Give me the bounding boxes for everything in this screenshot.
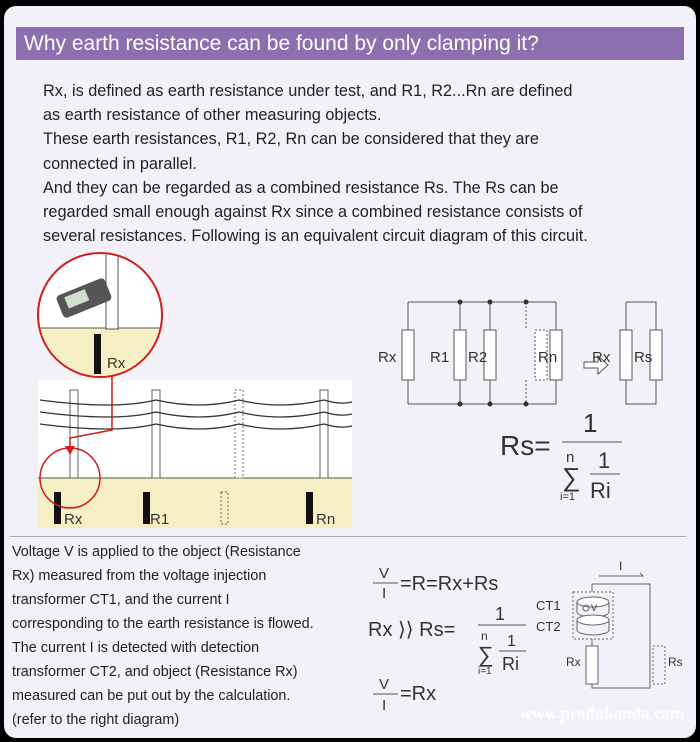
circuit-label-rn: Rn (538, 349, 557, 366)
ct-circuit (572, 572, 666, 689)
current-label: I (619, 559, 622, 573)
ground-label-r1: R1 (150, 511, 169, 528)
svg-text:i=1: i=1 (560, 491, 575, 503)
voltage-label: V (591, 603, 597, 613)
svg-text:i=1: i=1 (478, 666, 492, 677)
field-illustration: Rx R1 Rn Rx (37, 252, 353, 528)
small-rx-label: Rx (566, 655, 581, 669)
svg-text:1: 1 (495, 604, 505, 624)
svg-text:I: I (382, 585, 386, 602)
ct1-label: CT1 (536, 598, 561, 613)
explanation-line: corresponding to the earth resistance is… (12, 616, 314, 632)
svg-text:Ri: Ri (590, 478, 611, 503)
circuit-label-r1: R1 (430, 349, 449, 366)
lower-equations: V I =R=Rx+Rs Rx ⟩⟩ Rs= 1 n ∑ i=1 1 Ri V … (368, 565, 526, 714)
svg-text:V: V (379, 565, 389, 582)
small-rs-label: Rs (668, 655, 683, 669)
explanation-line: (refer to the right diagram) (12, 712, 180, 728)
intro-line: as earth resistance of other measuring o… (43, 106, 382, 125)
svg-text:n: n (566, 449, 574, 466)
explanation-line: measured can be put out by the calculati… (12, 688, 291, 704)
explanation-line: Voltage V is applied to the object (Resi… (12, 544, 301, 560)
intro-line: And they can be regarded as a combined r… (43, 178, 559, 197)
svg-text:Rs=: Rs= (500, 430, 551, 461)
intro-line: several resistances. Following is an equ… (43, 227, 588, 246)
equiv-label-rs: Rs (634, 349, 652, 366)
explanation-line: transformer CT2, and object (Resistance … (12, 664, 298, 680)
svg-text:n: n (481, 629, 488, 643)
watermark: www.produkanda.com (519, 704, 684, 723)
svg-text:Ri: Ri (502, 654, 519, 674)
page-title: Why earth resistance can be found by onl… (16, 27, 684, 60)
ground-label-rx: Rx (64, 511, 83, 528)
circuit-label-r2: R2 (468, 349, 487, 366)
svg-text:Rx ⟩⟩ Rs=: Rx ⟩⟩ Rs= (368, 619, 455, 641)
section-divider (10, 536, 686, 537)
equiv-label-rx: Rx (592, 349, 611, 366)
svg-text:=Rx: =Rx (400, 683, 436, 705)
parallel-circuit (401, 299, 663, 407)
svg-text:1: 1 (583, 408, 597, 438)
svg-text:1: 1 (598, 448, 610, 473)
svg-text:I: I (382, 697, 386, 714)
intro-line: connected in parallel. (43, 154, 197, 173)
explanation-line: The current I is detected with detection (12, 640, 260, 656)
explanation-text: Voltage V is applied to the object (Resi… (12, 540, 364, 732)
intro-line: Rx, is defined as earth resistance under… (43, 82, 573, 100)
explanation-line: Rx) measured from the voltage injection (12, 568, 267, 584)
svg-text:∑: ∑ (478, 642, 494, 667)
circuit-label-rx: Rx (378, 349, 397, 366)
intro-line: These earth resistances, R1, R2, Rn can … (43, 130, 539, 149)
intro-line: regarded small enough against Rx since a… (43, 203, 583, 222)
intro-text: Rx, is defined as earth resistance under… (43, 79, 683, 248)
explanation-line: transformer CT1, and the current I (12, 592, 230, 608)
ground-label-rn: Rn (316, 511, 335, 528)
svg-text:V: V (379, 676, 389, 693)
rs-formula: Rs= 1 n ∑ i=1 1 Ri (500, 408, 622, 503)
ct2-label: CT2 (536, 619, 561, 634)
magnified-label-rx: Rx (107, 355, 126, 372)
svg-text:=R=Rx+Rs: =R=Rx+Rs (400, 573, 498, 595)
svg-text:1: 1 (507, 633, 516, 650)
svg-text:∑: ∑ (562, 462, 581, 492)
